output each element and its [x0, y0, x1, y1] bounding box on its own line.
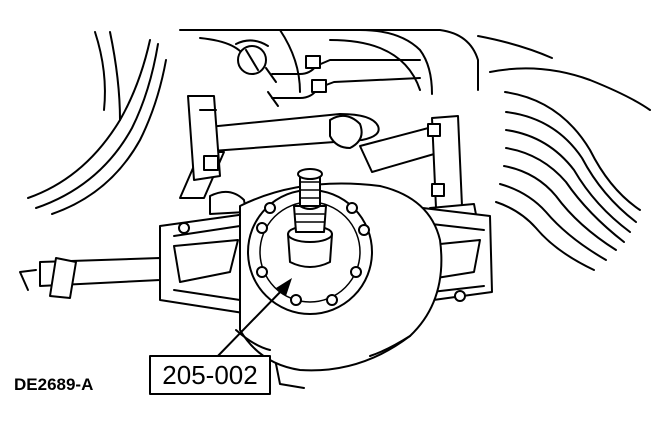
callout-label-box	[149, 355, 271, 395]
brake-lines	[265, 55, 421, 107]
callout-arrow	[213, 278, 292, 361]
figure-id-label: DE2689-A	[14, 375, 94, 394]
left-leaf-spring	[27, 31, 167, 215]
pinion-tool	[287, 168, 333, 268]
upper-frame	[179, 29, 479, 95]
upper-control-arm	[179, 95, 380, 199]
tool-number-label: 205-002	[162, 359, 258, 390]
right-leaf-spring	[477, 35, 651, 271]
